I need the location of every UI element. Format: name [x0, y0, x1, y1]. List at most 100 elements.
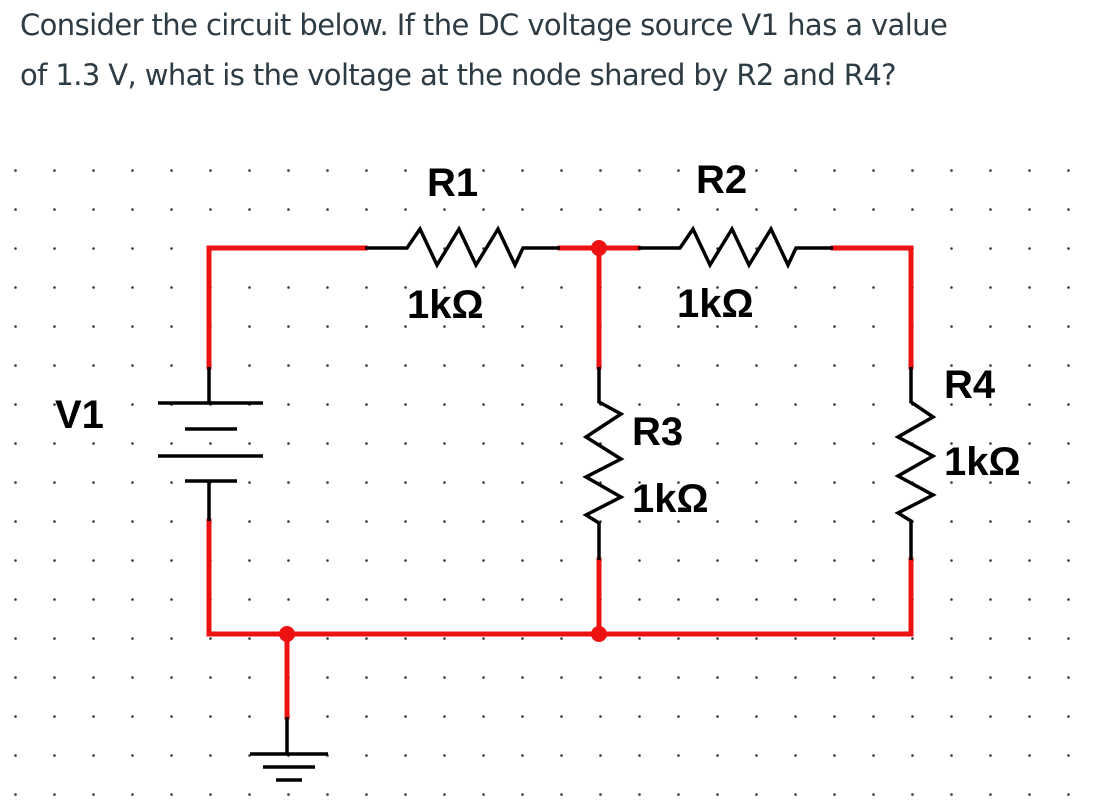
- grid-dot: [911, 169, 914, 172]
- grid-dot: [482, 169, 485, 172]
- grid-dot: [833, 793, 836, 796]
- grid-dot: [1028, 169, 1031, 172]
- grid-dot: [248, 559, 251, 562]
- grid-dot: [1067, 754, 1070, 757]
- grid-dot: [911, 676, 914, 679]
- grid-dot: [404, 754, 407, 757]
- grid-dot: [170, 520, 173, 523]
- grid-dot: [482, 325, 485, 328]
- grid-dot: [1067, 247, 1070, 250]
- grid-dot: [209, 169, 212, 172]
- grid-dot: [872, 286, 875, 289]
- grid-dot: [404, 286, 407, 289]
- grid-dot: [1028, 559, 1031, 562]
- grid-dot: [92, 676, 95, 679]
- grid-dot: [131, 598, 134, 601]
- grid-dot: [872, 364, 875, 367]
- grid-dot: [794, 208, 797, 211]
- grid-dot: [131, 676, 134, 679]
- grid-dot: [14, 442, 17, 445]
- grid-dot: [1028, 481, 1031, 484]
- grid-dot: [248, 442, 251, 445]
- grid-dot: [404, 169, 407, 172]
- r2-name-label: R2: [696, 158, 747, 202]
- grid-dot: [443, 442, 446, 445]
- grid-dot: [833, 598, 836, 601]
- grid-dot: [950, 325, 953, 328]
- grid-dot: [131, 403, 134, 406]
- grid-dot: [92, 169, 95, 172]
- grid-dot: [443, 637, 446, 640]
- grid-dot: [1028, 598, 1031, 601]
- grid-dot: [560, 559, 563, 562]
- grid-dot: [989, 520, 992, 523]
- r2-value-label: 1kΩ: [677, 282, 754, 326]
- resistor-r3[interactable]: [582, 367, 625, 560]
- grid-dot: [872, 598, 875, 601]
- ground-symbol[interactable]: [250, 717, 328, 782]
- grid-dot: [560, 754, 563, 757]
- wire-left-top: [206, 245, 368, 370]
- grid-dot: [716, 793, 719, 796]
- resistor-r1[interactable]: [365, 225, 560, 270]
- grid-dot: [521, 754, 524, 757]
- grid-dot: [872, 325, 875, 328]
- grid-dot: [872, 793, 875, 796]
- grid-dot: [443, 559, 446, 562]
- grid-dot: [443, 403, 446, 406]
- grid-dot: [1028, 208, 1031, 211]
- grid-dot: [326, 481, 329, 484]
- grid-dot: [872, 442, 875, 445]
- grid-dot: [365, 442, 368, 445]
- grid-dot: [599, 754, 602, 757]
- grid-dot: [716, 208, 719, 211]
- question-line-1: Consider the circuit below. If the DC vo…: [20, 8, 948, 42]
- grid-dot: [794, 559, 797, 562]
- resistor-r2[interactable]: [638, 225, 833, 270]
- grid-dot: [755, 520, 758, 523]
- grid-dot: [521, 169, 524, 172]
- grid-dot: [1028, 793, 1031, 796]
- wires: [206, 245, 914, 720]
- grid-dot: [248, 676, 251, 679]
- r4-name-label: R4: [944, 363, 996, 407]
- grid-dot: [53, 208, 56, 211]
- grid-dot: [560, 364, 563, 367]
- grid-dot: [1067, 364, 1070, 367]
- grid-dot: [677, 754, 680, 757]
- grid-dot: [755, 598, 758, 601]
- grid-dot: [872, 169, 875, 172]
- grid-dot: [404, 364, 407, 367]
- resistor-r4[interactable]: [894, 367, 937, 560]
- grid-dot: [482, 598, 485, 601]
- grid-dot: [14, 169, 17, 172]
- grid-dot: [755, 754, 758, 757]
- grid-dot: [14, 208, 17, 211]
- grid-dot: [560, 286, 563, 289]
- grid-dot: [833, 364, 836, 367]
- grid-dot: [560, 637, 563, 640]
- grid-dot: [989, 754, 992, 757]
- grid-dot: [92, 715, 95, 718]
- grid-dot: [53, 793, 56, 796]
- grid-dot: [248, 793, 251, 796]
- grid-dot: [638, 715, 641, 718]
- grid-dot: [92, 793, 95, 796]
- grid-dot: [716, 286, 719, 289]
- grid-dot: [53, 364, 56, 367]
- grid-dot: [14, 286, 17, 289]
- grid-dot: [404, 676, 407, 679]
- grid-dot: [989, 247, 992, 250]
- grid-dot: [326, 442, 329, 445]
- grid-dot: [131, 754, 134, 757]
- grid-dot: [911, 208, 914, 211]
- grid-dot: [443, 598, 446, 601]
- grid-dot: [833, 715, 836, 718]
- grid-dot: [482, 520, 485, 523]
- grid-dot: [872, 715, 875, 718]
- grid-dot: [677, 598, 680, 601]
- grid-dot: [1028, 325, 1031, 328]
- grid-dot: [1067, 793, 1070, 796]
- dc-source-v1[interactable]: [158, 367, 263, 521]
- grid-dot: [638, 403, 641, 406]
